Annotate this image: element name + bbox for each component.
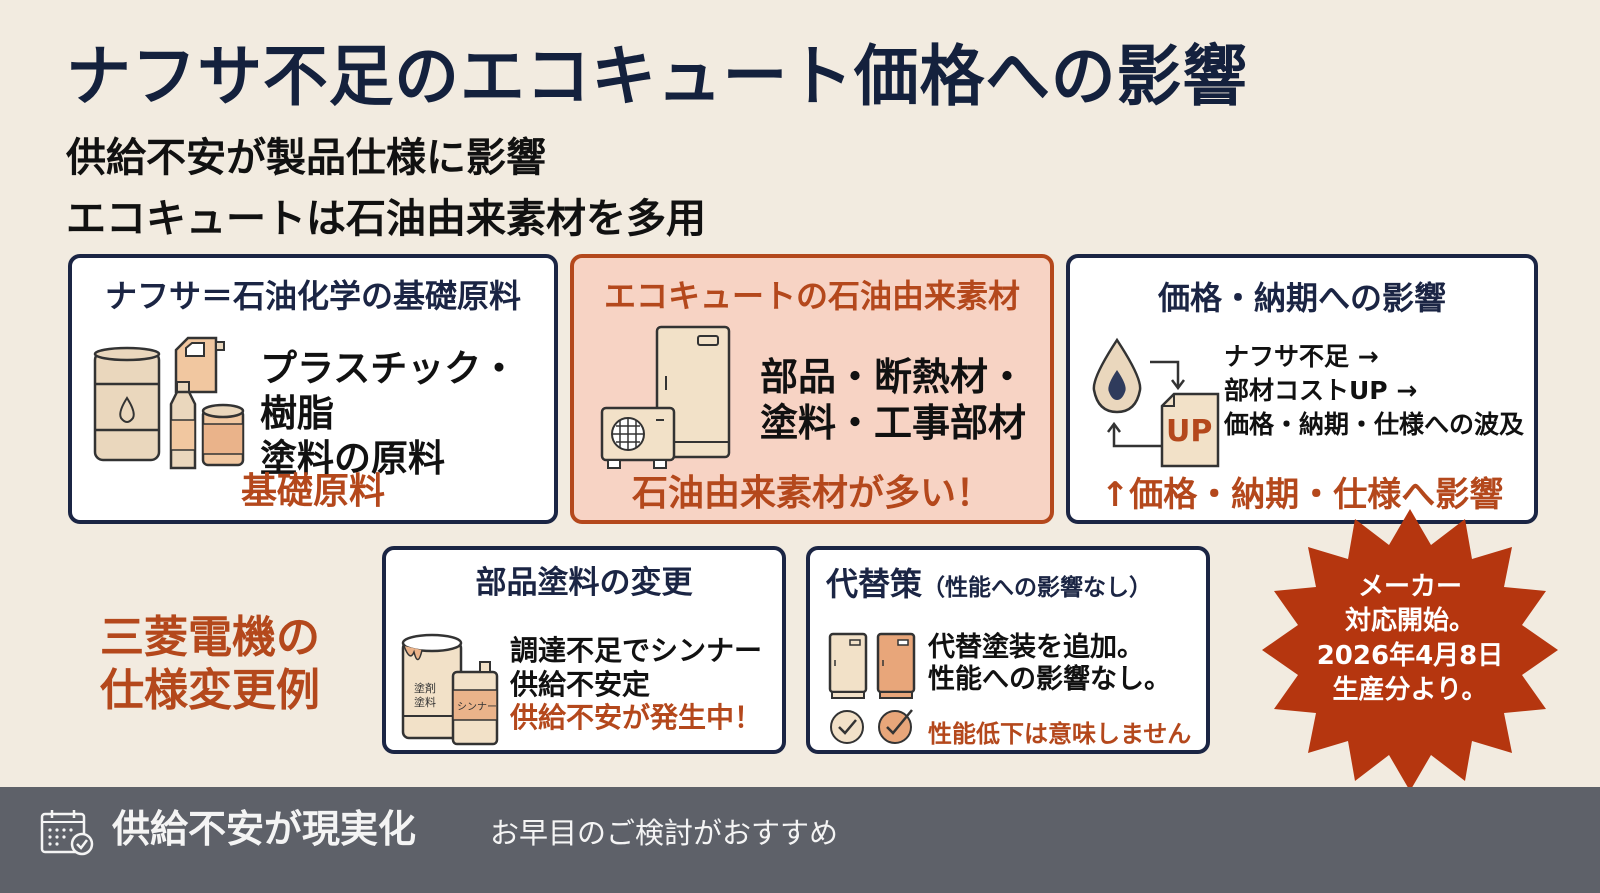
subtitle-line-1: 供給不安が製品仕様に影響 xyxy=(66,135,546,181)
bottle-icon xyxy=(169,381,197,470)
heat-pump-unit-icon xyxy=(600,406,676,469)
check-circle-icon xyxy=(830,710,864,744)
body-line: 部材コストUP → xyxy=(1224,376,1418,405)
mitsubishi-example-label: 三菱電機の 仕様変更例 xyxy=(100,612,320,718)
svg-text:シンナー: シンナー xyxy=(457,701,497,713)
thinner-can-icon: シンナー xyxy=(451,661,499,746)
card-footer-label: 基礎原料 xyxy=(240,471,385,512)
check-circle-icon xyxy=(878,709,913,744)
page-title: ナフサ不足のエコキュート価格への影響 xyxy=(66,38,1248,115)
card-title: 代替策（性能への影響なし） xyxy=(826,568,1152,600)
starburst-text: メーカー 対応開始。 2026年4月8日 生産分より。 xyxy=(1260,570,1560,707)
naphtha-card: ナフサ＝石油化学の基礎原料 プラスチック・樹脂 塗料の原料 基礎原料 xyxy=(68,254,558,524)
card-title: 部品塗料の変更 xyxy=(475,565,693,601)
starburst-badge xyxy=(1262,509,1558,791)
body-line: 代替塗装を追加。 xyxy=(928,632,1144,663)
alert-text: 供給不安が発生中！ xyxy=(510,701,763,735)
ecocute-materials-card: エコキュートの石油由来素材 部品・断熱材・ 塗料・工事部材 石油由来素材が多い！ xyxy=(570,254,1054,524)
body-line: 性能への影響なし。 xyxy=(928,664,1171,696)
body-line: 部品・断熱材・ xyxy=(760,355,1027,399)
jerry-can-icon xyxy=(174,336,225,394)
document-up-icon xyxy=(1160,392,1220,468)
footer-subtext: お早目のご検討がおすすめ xyxy=(490,816,839,850)
body-line: 塗料の原料 xyxy=(260,437,445,481)
price-impact-card: 価格・納期への影響 UP ナフサ不足 → 部材コストUP → 価格・納期・仕様へ… xyxy=(1066,254,1538,524)
body-line: 供給不安定 xyxy=(510,667,651,701)
svg-text:塗料: 塗料 xyxy=(414,695,436,709)
card-body: 調達不足でシンナー 供給不安定 供給不安が発生中！ xyxy=(510,634,762,735)
card-body: 部品・断熱材・ 塗料・工事部材 xyxy=(760,354,1026,447)
up-label: UP xyxy=(1166,414,1213,449)
label-line: 三菱電機の xyxy=(100,612,320,663)
footer-headline: 供給不安が現実化 xyxy=(112,807,417,851)
tank-alternative-icon xyxy=(876,632,916,699)
card-body: 代替塗装を追加。 性能への影響なし。 xyxy=(928,632,1171,697)
card-title: 価格・納期への影響 xyxy=(1157,279,1446,317)
card-footer-label: ↑価格・納期・仕様へ影響 xyxy=(1100,475,1504,515)
burst-line: 2026年4月8日 xyxy=(1316,640,1504,671)
body-line: 価格・納期・仕様への波及 xyxy=(1224,410,1525,439)
paint-change-card: 部品塗料の変更 塗剤 塗料 シンナー 調達不足でシンナー 供給不安定 供給不安が… xyxy=(382,546,786,754)
body-line: 塗料・工事部材 xyxy=(760,401,1027,446)
oil-drop-icon xyxy=(1092,337,1142,414)
oil-drum-icon xyxy=(93,346,161,462)
paint-can-icon: 塗剤 塗料 xyxy=(401,633,463,740)
card-body: プラスチック・樹脂 塗料の原料 xyxy=(260,346,554,481)
title-paren: （性能への影響なし） xyxy=(922,575,1153,601)
card-title: エコキュートの石油由来素材 xyxy=(603,277,1020,315)
card-body: ナフサ不足 → 部材コストUP → 価格・納期・仕様への波及 xyxy=(1224,340,1524,442)
subtitle-line-2: エコキュートは石油由来素材を多用 xyxy=(66,196,706,242)
paint-can-icon xyxy=(201,403,245,467)
label-line: 仕様変更例 xyxy=(100,664,320,716)
card-footer-label: 石油由来素材が多い！ xyxy=(631,473,992,514)
calendar-check-icon xyxy=(40,810,94,856)
burst-line: 生産分より。 xyxy=(1332,674,1488,705)
alert-text: 性能低下は意味しません xyxy=(928,720,1192,748)
burst-line: メーカー xyxy=(1357,572,1462,602)
tank-original-icon xyxy=(828,632,868,699)
body-line: 調達不足でシンナー xyxy=(510,634,763,667)
alternative-card: 代替策（性能への影響なし） 代替塗装を追加。 性能への影響なし。 性能低下は意味… xyxy=(806,546,1210,754)
body-line: プラスチック・樹脂 xyxy=(260,347,518,436)
svg-text:塗剤: 塗剤 xyxy=(414,681,436,695)
body-line: ナフサ不足 → xyxy=(1224,342,1379,371)
footer-banner xyxy=(0,787,1600,893)
burst-line: 対応開始。 xyxy=(1344,606,1475,637)
card-title: ナフサ＝石油化学の基礎原料 xyxy=(104,277,521,315)
cycle-arrow-icon xyxy=(1107,360,1185,448)
title-main: 代替策 xyxy=(826,565,923,603)
